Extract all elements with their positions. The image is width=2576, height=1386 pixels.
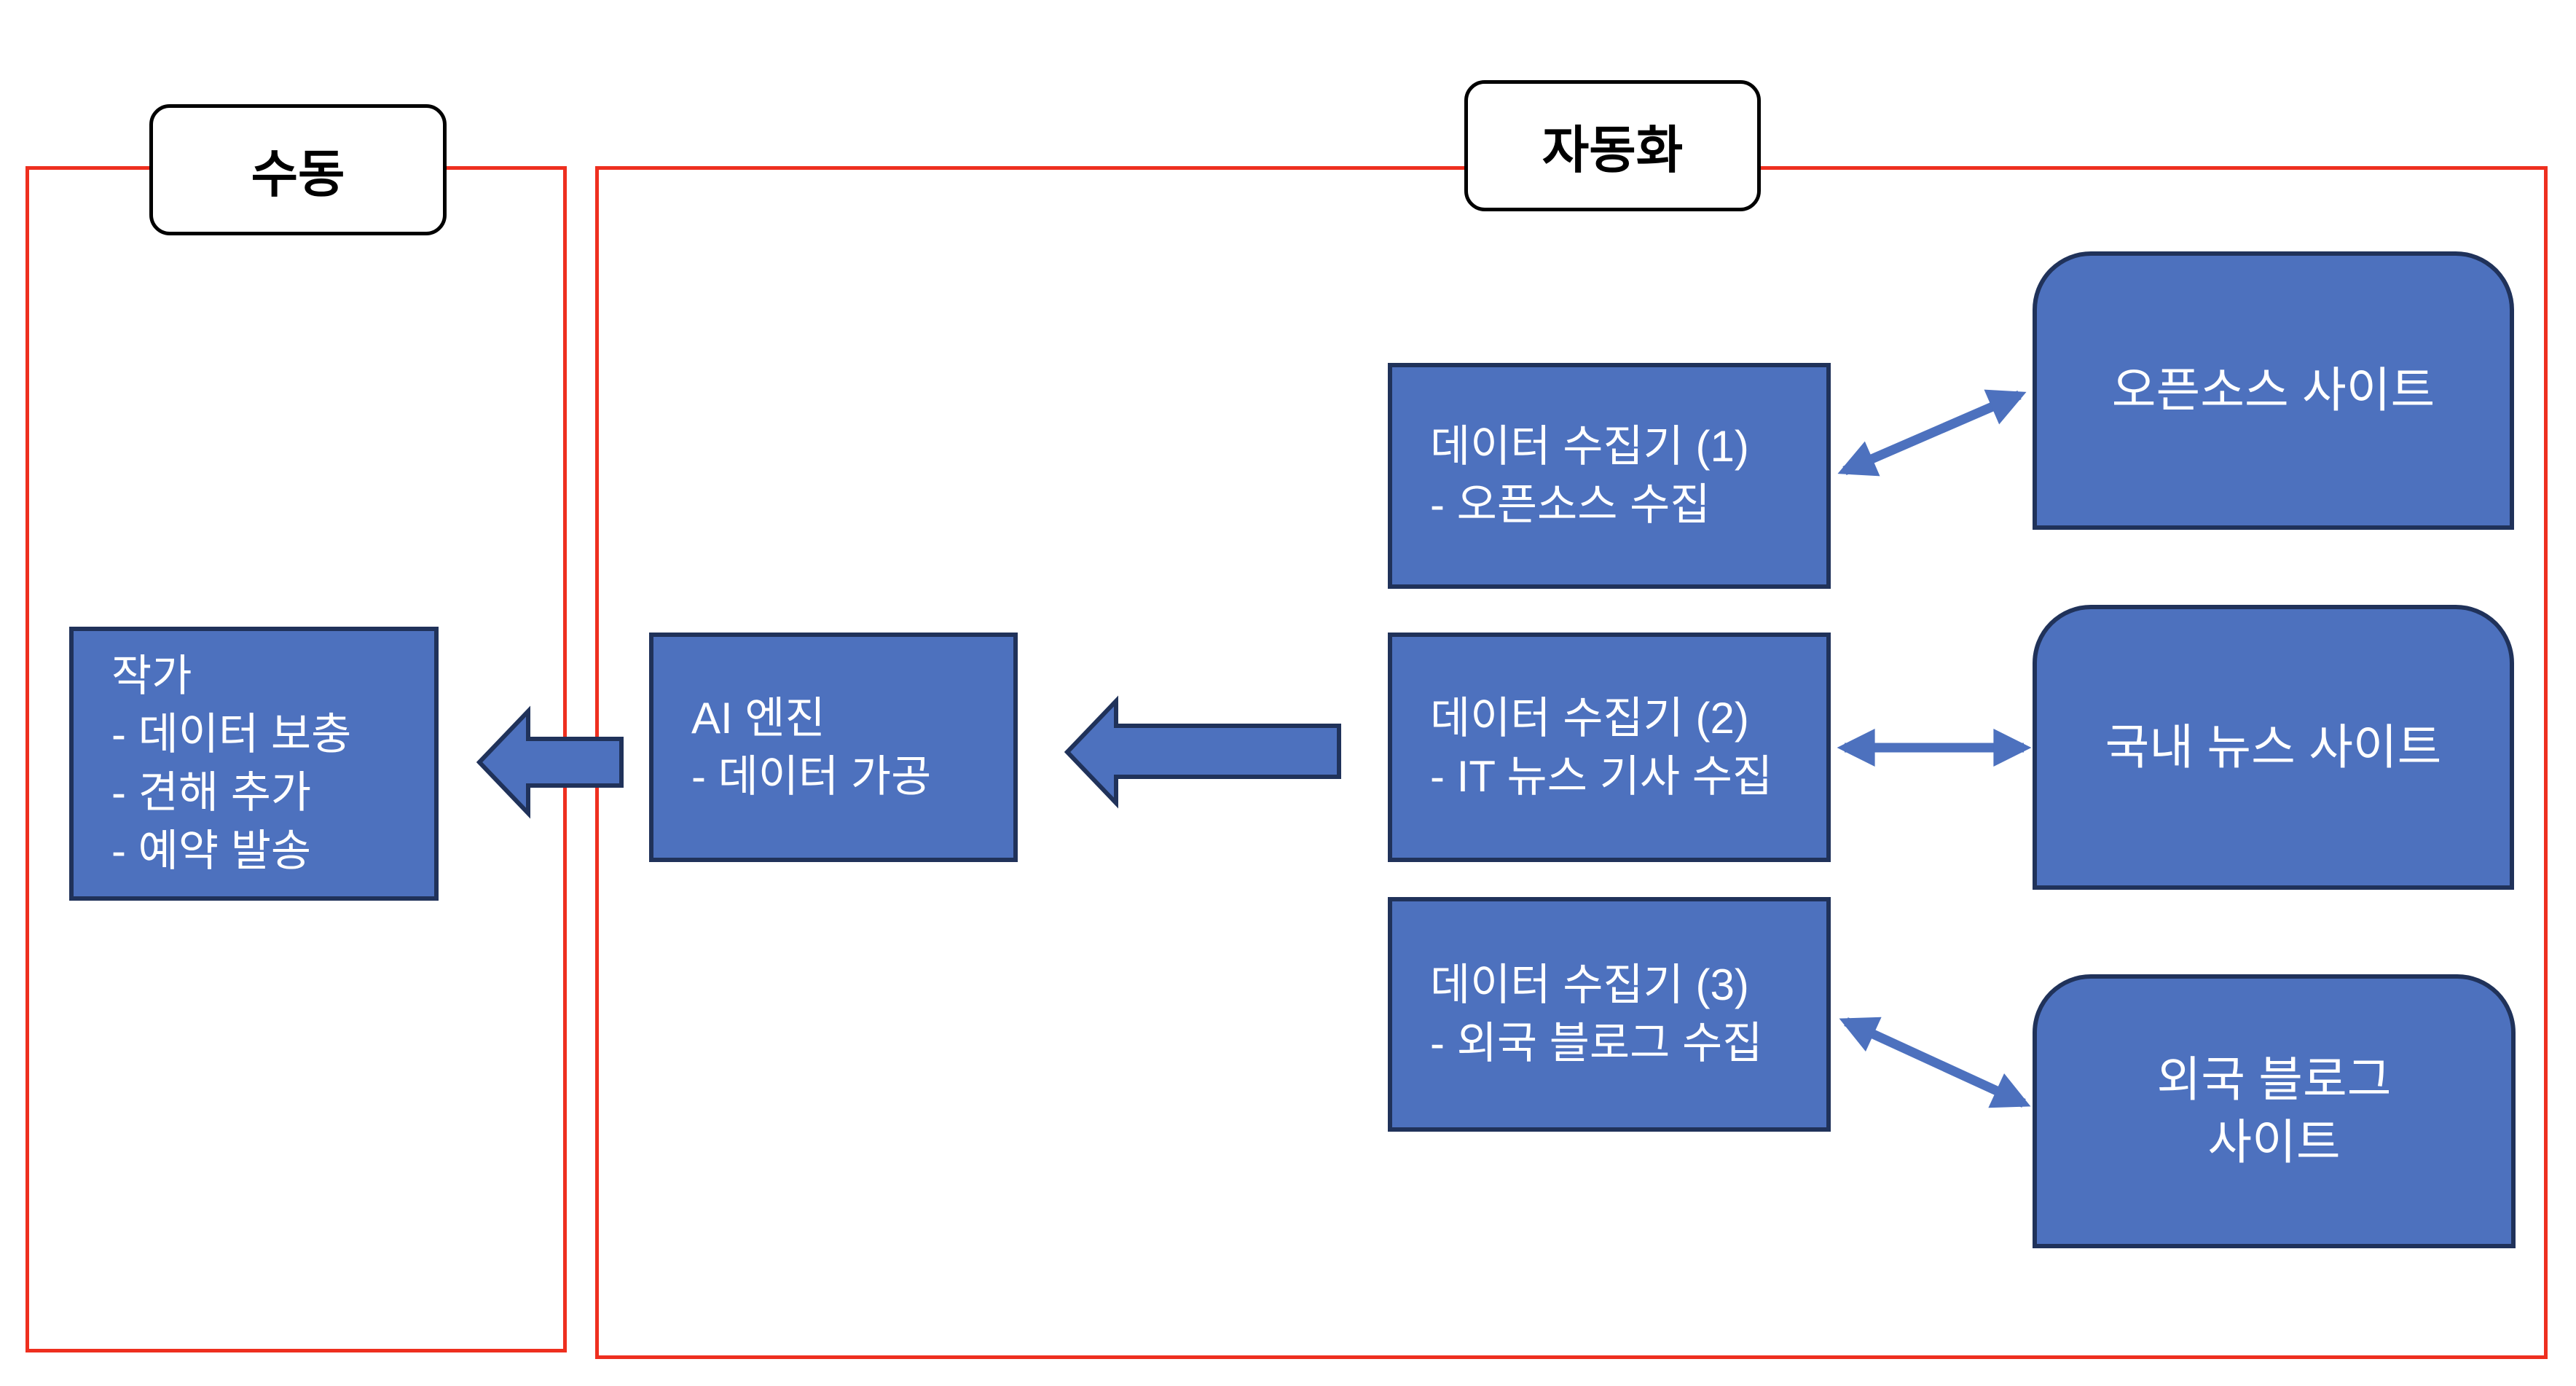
writer-box: 작가 - 데이터 보충 - 견해 추가 - 예약 발송 [69,627,439,901]
ai-engine-box: AI 엔진 - 데이터 가공 [649,633,1018,862]
site-news-text: 국내 뉴스 사이트 [2105,719,2442,774]
site-blog-box: 외국 블로그 사이트 [2033,974,2516,1248]
collector-3-box: 데이터 수집기 (3) - 외국 블로그 수집 [1388,897,1831,1132]
site-blog-text: 외국 블로그 사이트 [2156,1052,2392,1169]
site-news-box: 국내 뉴스 사이트 [2033,605,2514,890]
writer-box-text: 작가 - 데이터 보충 - 견해 추가 - 예약 발송 [111,651,352,875]
ai-engine-box-text: AI 엔진 - 데이터 가공 [691,693,932,801]
site-opensource-box: 오픈소스 사이트 [2033,251,2514,530]
collector-1-box-text: 데이터 수집기 (1) - 오픈소스 수집 [1430,422,1749,529]
region-label-automation: 자동화 [1464,80,1761,211]
collector-1-box: 데이터 수집기 (1) - 오픈소스 수집 [1388,363,1831,589]
region-label-manual: 수동 [149,104,447,235]
region-label-manual-text: 수동 [251,145,345,203]
region-label-automation-text: 자동화 [1542,121,1684,179]
collector-2-box-text: 데이터 수집기 (2) - IT 뉴스 기사 수집 [1430,693,1773,801]
site-opensource-text: 오픈소스 사이트 [2111,363,2435,418]
collector-3-box-text: 데이터 수집기 (3) - 외국 블로그 수집 [1430,960,1763,1068]
collector-2-box: 데이터 수집기 (2) - IT 뉴스 기사 수집 [1388,633,1831,862]
